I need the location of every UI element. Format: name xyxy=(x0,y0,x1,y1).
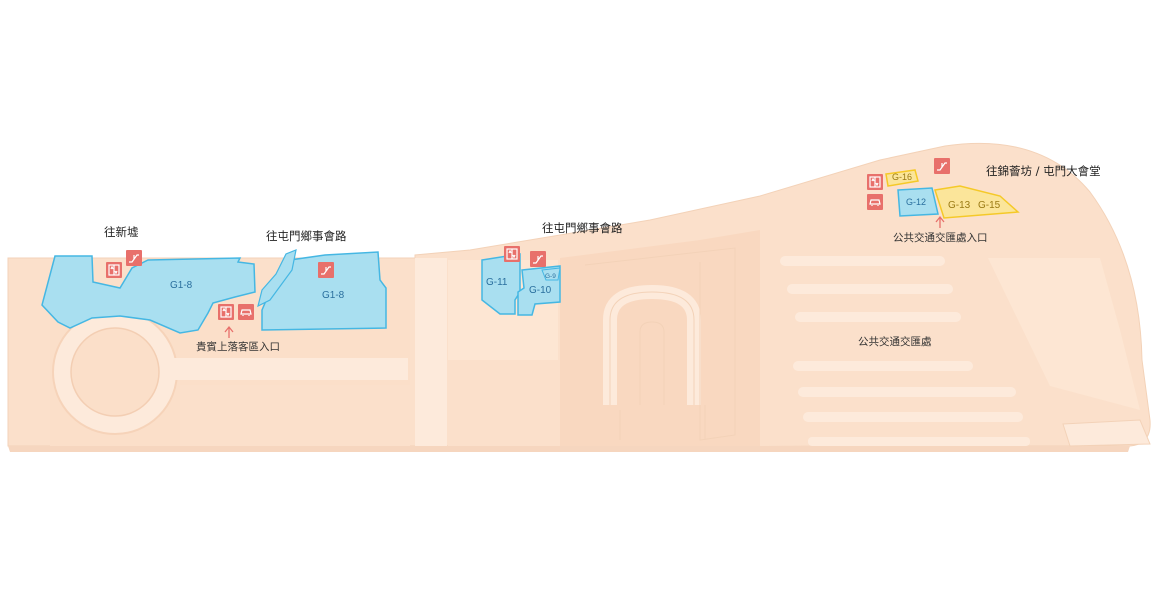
arrow-up-icon xyxy=(224,325,234,338)
label-vip-dropoff-entrance: 貴賓上落客區入口 xyxy=(196,340,280,353)
escalator-icon xyxy=(318,262,334,278)
arrow-up-icon xyxy=(935,215,945,228)
car-icon xyxy=(238,304,254,320)
shop-g-9[interactable] xyxy=(541,267,561,281)
label-to-tuen-mun-road-mid: 往屯門鄉事會路 xyxy=(542,221,623,235)
lift-icon xyxy=(867,174,883,190)
escalator-icon xyxy=(530,251,546,267)
unit-g-13[interactable]: G-13 xyxy=(948,200,971,211)
shop-g1-8-left[interactable] xyxy=(41,255,256,334)
unit-g-11[interactable]: G-11 xyxy=(486,277,508,288)
car-icon xyxy=(867,194,883,210)
label-pti: 公共交通交匯處 xyxy=(858,335,932,348)
label-to-town-hall: 往錦薈坊 / 屯門大會堂 xyxy=(986,164,1101,178)
label-to-tuen-mun-road-left: 往屯門鄉事會路 xyxy=(266,229,347,243)
unit-g1-8-right[interactable]: G1-8 xyxy=(322,290,345,301)
label-to-sun-hui: 往新墟 xyxy=(104,225,139,239)
unit-g-15[interactable]: G-15 xyxy=(978,200,1001,211)
escalator-icon xyxy=(934,158,950,174)
unit-g-12[interactable]: G-12 xyxy=(906,197,926,207)
lift-icon xyxy=(106,262,122,278)
label-pti-entrance: 公共交通交匯處入口 xyxy=(893,231,988,244)
escalator-icon xyxy=(126,250,142,266)
unit-g1-8-left[interactable]: G1-8 xyxy=(170,280,193,291)
shop-g-13-g-15[interactable] xyxy=(934,185,1020,219)
shop-g1-8-right[interactable] xyxy=(257,249,387,331)
lift-icon xyxy=(504,246,520,262)
shop-g-12[interactable] xyxy=(897,187,939,217)
shop-g-16[interactable] xyxy=(885,169,919,187)
unit-g-16[interactable]: G-16 xyxy=(892,172,912,182)
lift-icon xyxy=(218,304,234,320)
unit-g-9[interactable]: G-9 xyxy=(545,273,556,280)
unit-g-10[interactable]: G-10 xyxy=(529,285,552,296)
